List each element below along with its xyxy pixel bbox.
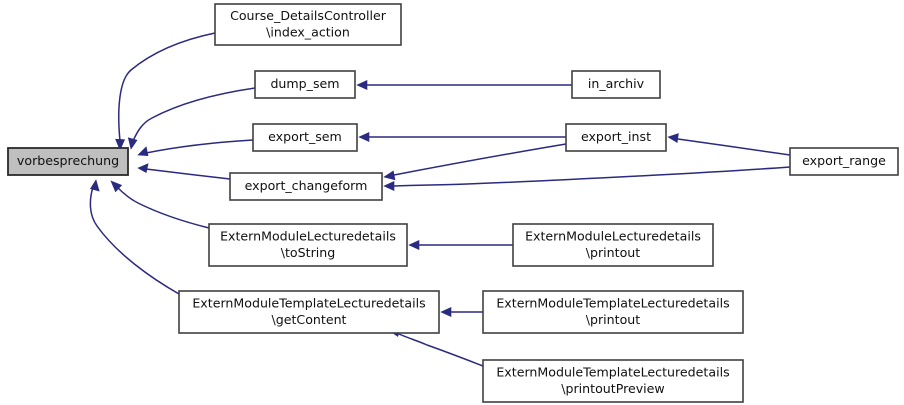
node-box[interactable] <box>565 123 667 152</box>
edge-line <box>132 87 256 142</box>
graph-node-extern_module_template_lecturedetails_printout[interactable]: ExternModuleTemplateLecturedetails \print… <box>482 290 744 334</box>
edge-line <box>145 168 231 180</box>
nodes-layer: vorbesprechung Course_DetailsController\i… <box>7 3 899 403</box>
arrowhead-icon <box>110 180 123 193</box>
edge-line <box>393 143 567 176</box>
graph-edge <box>356 80 572 90</box>
node-label: in_archiv <box>588 76 645 91</box>
node-label: \index_action <box>266 24 350 39</box>
node-box[interactable] <box>208 223 408 267</box>
graph-node-export_changeform[interactable]: export_changeform <box>229 172 383 201</box>
graph-edge <box>383 143 567 181</box>
node-box[interactable] <box>789 147 899 176</box>
graph-edge <box>358 132 566 142</box>
graph-node-extern_module_lecturedetails_tostring[interactable]: ExternModuleLecturedetails \toString <box>208 223 408 267</box>
arrowhead-icon <box>408 240 420 250</box>
graph-edge <box>137 163 231 180</box>
graph-edge <box>89 179 180 295</box>
node-box[interactable] <box>254 70 356 99</box>
edge-line <box>393 166 791 187</box>
arrowhead-icon <box>137 146 149 157</box>
arrowhead-icon <box>358 132 370 142</box>
arrowhead-icon <box>440 307 452 317</box>
graph-edge <box>440 307 483 317</box>
node-label: vorbesprechung <box>17 153 119 168</box>
edge-line <box>118 32 216 142</box>
graph-edge <box>137 139 254 157</box>
graph-node-in_archiv[interactable]: in_archiv <box>571 70 661 99</box>
graph-node-extern_module_template_lecturedetails_getcontent[interactable]: ExternModuleTemplateLecturedetails \getCo… <box>178 290 440 334</box>
graph-edge <box>110 180 210 229</box>
edge-line <box>145 139 254 154</box>
graph-node-vorbesprechung[interactable]: vorbesprechung <box>7 147 129 176</box>
node-label: ExternModuleTemplateLecturedetails <box>496 295 729 310</box>
edge-line <box>398 333 484 367</box>
graph-node-export_range[interactable]: export_range <box>789 147 899 176</box>
node-label: \toString <box>281 245 335 260</box>
edge-line <box>89 186 180 295</box>
graph-edge <box>127 87 256 150</box>
graph-node-export_inst[interactable]: export_inst <box>565 123 667 152</box>
arrowhead-icon <box>137 163 149 174</box>
graph-node-course_details_controller_index_action[interactable]: Course_DetailsController\index_action <box>214 3 402 46</box>
node-box[interactable] <box>214 3 402 46</box>
arrowhead-icon <box>667 133 679 143</box>
node-box[interactable] <box>252 123 358 152</box>
arrowhead-icon <box>115 138 126 151</box>
arrowhead-icon <box>383 170 396 181</box>
node-label: export_sem <box>268 129 342 144</box>
node-label: ExternModuleTemplateLecturedetails <box>192 295 425 310</box>
node-box[interactable] <box>178 290 440 334</box>
graph-edge <box>408 240 513 250</box>
edges-layer <box>89 32 791 367</box>
edge-line <box>116 186 210 229</box>
graph-node-dump_sem[interactable]: dump_sem <box>254 70 356 99</box>
node-label: \printout <box>586 312 641 327</box>
node-label: ExternModuleLecturedetails <box>220 228 396 243</box>
node-label: \printout <box>586 245 641 260</box>
arrowhead-icon <box>90 179 100 192</box>
node-label: \printoutPreview <box>561 381 664 396</box>
arrowhead-icon <box>127 137 138 150</box>
graph-edge <box>667 133 791 156</box>
arrowhead-icon <box>383 181 395 191</box>
node-label: export_changeform <box>245 178 368 193</box>
node-box[interactable] <box>7 147 129 176</box>
graph-edge <box>383 166 791 191</box>
edge-line <box>677 138 791 156</box>
node-label: Course_DetailsController <box>230 8 387 23</box>
graph-node-export_sem[interactable]: export_sem <box>252 123 358 152</box>
node-box[interactable] <box>229 172 383 201</box>
node-label: \getContent <box>271 312 346 327</box>
node-label: dump_sem <box>270 76 339 91</box>
node-box[interactable] <box>482 290 744 334</box>
node-box[interactable] <box>512 223 714 267</box>
arrowhead-icon <box>356 80 368 90</box>
node-box[interactable] <box>571 70 661 99</box>
node-box[interactable] <box>482 359 744 403</box>
node-label: ExternModuleTemplateLecturedetails <box>496 364 729 379</box>
graph-node-extern_module_template_lecturedetails_printoutpreview[interactable]: ExternModuleTemplateLecturedetails \print… <box>482 359 744 403</box>
graph-node-extern_module_lecturedetails_printout[interactable]: ExternModuleLecturedetails \printout <box>512 223 714 267</box>
node-label: ExternModuleLecturedetails <box>525 228 701 243</box>
node-label: export_range <box>802 153 886 168</box>
node-label: export_inst <box>581 129 651 144</box>
graph-edge <box>115 32 216 151</box>
